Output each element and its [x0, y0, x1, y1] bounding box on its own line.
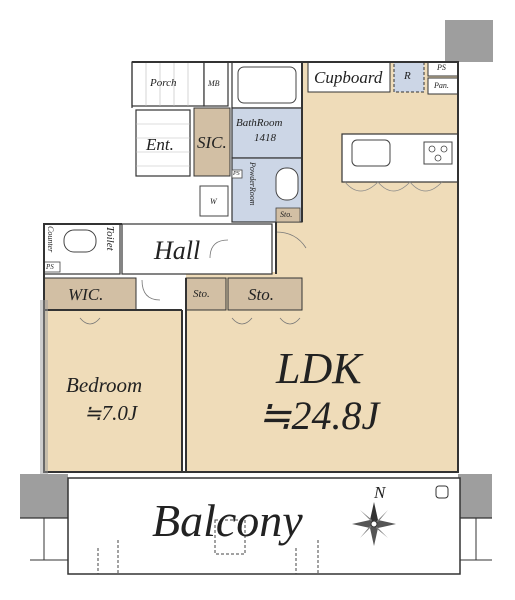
mb-label: MB	[208, 79, 220, 88]
kitchen-ps-label: PS	[437, 63, 446, 72]
powder-storage-label: Sto.	[280, 210, 293, 219]
balcony-outlet-icon	[435, 485, 449, 499]
sic-storage	[193, 107, 231, 177]
washer-label: W	[210, 197, 217, 206]
pantry-label: Pan.	[434, 81, 449, 90]
wic-storage	[43, 277, 137, 311]
wic-label: WIC.	[68, 285, 104, 304]
corner-column-top-right	[445, 20, 493, 62]
entrance-tile-lines	[136, 123, 190, 167]
hall-area	[121, 223, 273, 275]
sic-label: SIC.	[197, 133, 227, 152]
stove-icon	[423, 141, 453, 165]
north-label: N	[374, 483, 386, 502]
toilet-ps-label: PS	[46, 263, 54, 271]
counter-label: Counter	[46, 226, 55, 253]
porch-tile-lines	[145, 62, 189, 106]
refrigerator-label: R	[404, 70, 411, 82]
balcony-label: Balcony	[152, 495, 303, 546]
cupboard-label: Cupboard	[314, 68, 383, 87]
door-swings	[79, 231, 307, 325]
powder-room-label: PowderRoom	[248, 162, 257, 206]
balcony-hatch	[214, 519, 246, 555]
hall-label: Hall	[154, 236, 201, 265]
entrance-label: Ent.	[146, 135, 174, 154]
porch-label: Porch	[150, 77, 177, 89]
corner-column-bottom-left	[20, 474, 68, 518]
bathtub-icon	[237, 66, 297, 104]
compass-icon	[352, 502, 396, 546]
toilet-label: Toilet	[104, 226, 116, 251]
storage-2	[227, 277, 303, 311]
bathroom-area	[231, 107, 303, 159]
toilet-icon	[63, 229, 97, 253]
powder-ps	[231, 169, 243, 179]
entrance-area	[135, 109, 191, 177]
walls	[43, 61, 459, 473]
refrigerator-box	[393, 61, 425, 93]
storage-2-label: Sto.	[248, 285, 274, 304]
cabinet-door-arcs	[344, 181, 443, 192]
basin-icon	[275, 167, 299, 201]
porch-area	[131, 61, 205, 107]
bedroom-floor	[44, 310, 182, 472]
washer-icon	[199, 185, 229, 217]
powder-ps-label: PS	[233, 171, 240, 177]
storage-1	[185, 277, 227, 311]
balcony-area	[67, 477, 461, 575]
ldk-size-label: ≒24.8J	[258, 393, 380, 438]
bedroom-label: Bedroom	[66, 373, 143, 397]
bathroom-size-label: 1418	[254, 132, 276, 144]
bedroom-size-label: ≒7.0J	[84, 401, 138, 425]
wall-column-left	[40, 300, 48, 476]
corner-column-bottom-right	[458, 474, 492, 518]
bathroom-label: BathRoom	[236, 117, 283, 129]
powder-storage	[275, 207, 301, 223]
storage-1-label: Sto.	[193, 288, 210, 300]
ldk-label: LDK	[276, 344, 362, 393]
sink-icon	[351, 139, 391, 167]
